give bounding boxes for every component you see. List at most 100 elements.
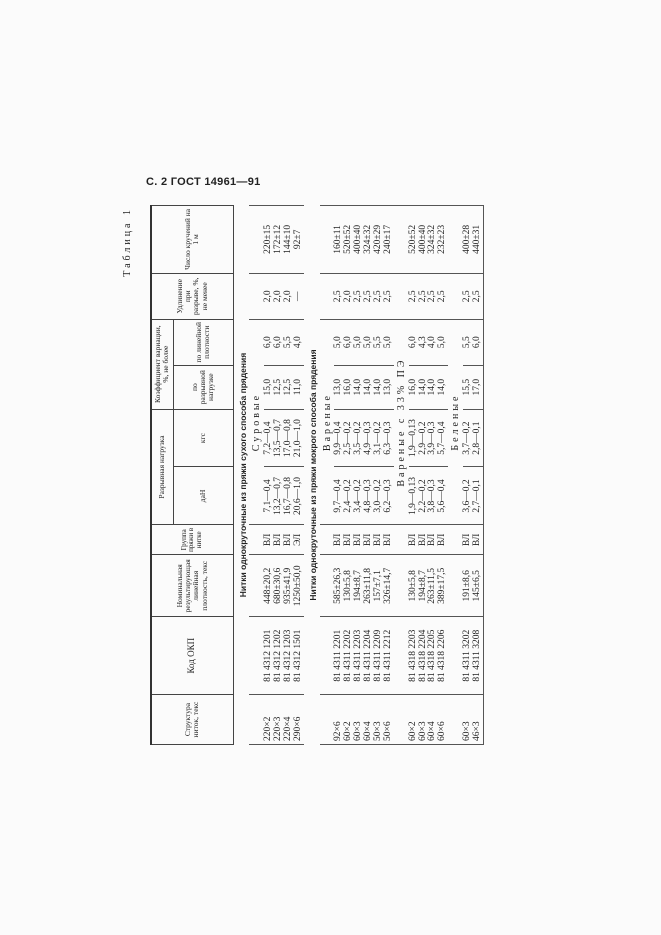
- empty-cell: [319, 273, 335, 320]
- value-density: 130±5,8: [407, 570, 418, 602]
- value-var_dens: 5,0: [437, 336, 448, 349]
- section-subtitle: Вареные: [321, 393, 333, 452]
- value-twists: 232±23: [437, 224, 448, 254]
- empty-cell: [448, 273, 463, 320]
- empty-cell: [448, 554, 463, 617]
- value-structure: 60×2: [407, 721, 418, 741]
- section-subtitle-row: Беленые: [448, 205, 463, 745]
- header-linear-density: Номинальная результирующая линейная плот…: [151, 554, 233, 617]
- value-var_load: 14,0: [437, 378, 448, 396]
- value-structure: 46×3: [471, 721, 482, 741]
- empty-cell: [249, 524, 264, 555]
- empty-cell: [319, 524, 335, 555]
- rule-cell: [483, 694, 484, 745]
- value-dan: 6,2—0,3: [383, 479, 394, 513]
- section-title: Нитки однокруточные из пряжи мокрого спо…: [307, 349, 318, 601]
- empty-cell: [319, 616, 335, 695]
- header-breaking-load: Разрывная нагрузка: [151, 409, 173, 525]
- value-group: ВЛ: [471, 533, 482, 547]
- value-var_dens: 6,0: [471, 336, 482, 349]
- table-body: Нитки однокруточные из пряжи сухого спос…: [233, 205, 484, 745]
- value-density: 389±17,5: [437, 567, 448, 604]
- rule-cell: [483, 319, 484, 366]
- value-twists: 440±31: [471, 224, 482, 254]
- value-var_dens: 6,0: [407, 336, 418, 349]
- value-okp: 81 4311 3208: [471, 629, 482, 682]
- rule-cell: [483, 616, 484, 695]
- value-okp: 81 4311 2212: [383, 629, 394, 682]
- value-density: 145±6,5: [471, 570, 482, 602]
- value-twists: 520±52: [407, 224, 418, 254]
- section-subtitle-row: Вареные: [319, 205, 335, 745]
- section-title-row: Нитки однокруточные из пряжи мокрого спо…: [304, 206, 320, 745]
- value-structure: 50×6: [383, 721, 394, 741]
- rule-cell: [483, 409, 484, 467]
- value-var_dens: 5,0: [383, 336, 394, 349]
- empty-cell: [249, 205, 264, 274]
- empty-cell: [448, 205, 463, 274]
- value-var_load: 11,0: [292, 379, 303, 396]
- value-kgf: 1,9—0,13: [407, 419, 418, 458]
- empty-cell: [249, 616, 264, 695]
- header-variation-coef: Коэффициент вариации, %, не более: [151, 319, 173, 410]
- value-dan: 2,7—0,1: [471, 479, 482, 513]
- value-dan: 5,6—0,4: [437, 479, 448, 513]
- empty-cell: [249, 554, 264, 617]
- value-kgf: 6,3—0,3: [383, 421, 394, 455]
- empty-cell: [319, 205, 335, 274]
- header-twists: Число кручений на 1 м: [151, 205, 233, 274]
- value-group: ЭЛ: [292, 533, 303, 546]
- value-group: ВЛ: [407, 533, 418, 547]
- section-subtitle-row: Вареные с 33% ПЭ: [394, 205, 409, 745]
- section-title-row: Нитки однокруточные из пряжи сухого спос…: [233, 206, 249, 745]
- empty-cell: [319, 554, 335, 617]
- header-structure: Структура ниток, текс: [151, 694, 233, 745]
- value-dan: 1,9—0,13: [407, 476, 418, 515]
- rule-cell: [483, 524, 484, 555]
- empty-cell: [394, 524, 409, 555]
- value-density: 326±14,7: [383, 567, 394, 604]
- value-elong: 2,5: [383, 290, 394, 303]
- empty-cell: [394, 554, 409, 617]
- section-subtitle-row: Суровые: [249, 205, 264, 745]
- empty-cell: [394, 616, 409, 695]
- value-twists: 92±7: [292, 229, 303, 250]
- empty-cell: [448, 616, 463, 695]
- value-elong: 2,5: [407, 290, 418, 303]
- section-title: Нитки однокруточные из пряжи сухого спос…: [237, 352, 248, 598]
- value-twists: 240±17: [383, 224, 394, 254]
- section-subtitle: Суровые: [251, 392, 263, 452]
- value-kgf: 2,8—0,1: [471, 421, 482, 455]
- empty-cell: [394, 205, 409, 274]
- value-elong: 2,5: [471, 290, 482, 303]
- specification-table: Структура ниток, текс Код ОКП Номинальна…: [150, 205, 484, 745]
- value-var_load: 16,0: [407, 378, 418, 396]
- header-var-breaking: по разрывной нагрузке: [173, 365, 233, 410]
- page-header: С. 2 ГОСТ 14961—91: [146, 176, 261, 188]
- empty-cell: [394, 694, 409, 745]
- value-group: ВЛ: [383, 533, 394, 547]
- value-density: 1250±50,0: [292, 565, 303, 607]
- table-label: Таблица 1: [122, 207, 133, 277]
- value-okp: 81 4312 1501: [292, 629, 303, 682]
- value-structure: 60×6: [437, 721, 448, 741]
